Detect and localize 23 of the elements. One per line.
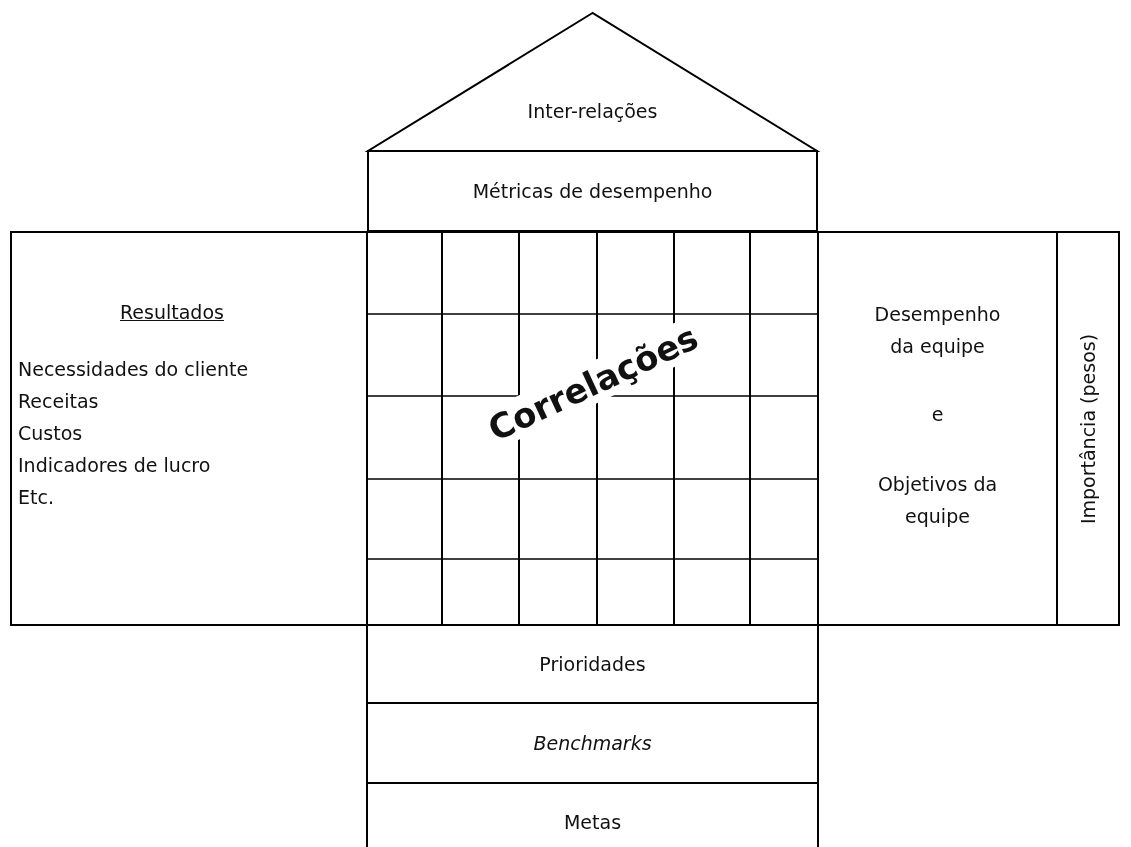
priorities-row <box>366 624 819 704</box>
section-label: Objetivos da equipe <box>876 472 999 529</box>
section-label: Prioridades <box>539 653 646 675</box>
section-label: e <box>930 402 945 427</box>
list-item: Etc. <box>18 486 54 508</box>
section-label: Benchmarks <box>533 732 652 754</box>
correlation-matrix <box>366 231 819 626</box>
section-label: Métricas de desempenho <box>472 180 713 202</box>
section-label: Desempenho da equipe <box>873 302 1002 359</box>
list-item: Necessidades do cliente <box>18 358 249 380</box>
benchmarks-row <box>366 702 819 784</box>
team-panel <box>817 231 1058 626</box>
list-item: Custos <box>18 422 83 444</box>
section-label: Importância (pesos) <box>1077 333 1099 524</box>
importance-column <box>1056 231 1120 626</box>
section-label: Inter-relações <box>527 100 658 122</box>
results-panel <box>10 231 368 626</box>
goals-row <box>366 782 819 847</box>
list-item: Indicadores de lucro <box>18 454 211 476</box>
list-item: Receitas <box>18 390 99 412</box>
metrics-row <box>367 150 818 232</box>
section-label: Metas <box>563 811 622 833</box>
section-heading: Resultados <box>120 301 224 323</box>
